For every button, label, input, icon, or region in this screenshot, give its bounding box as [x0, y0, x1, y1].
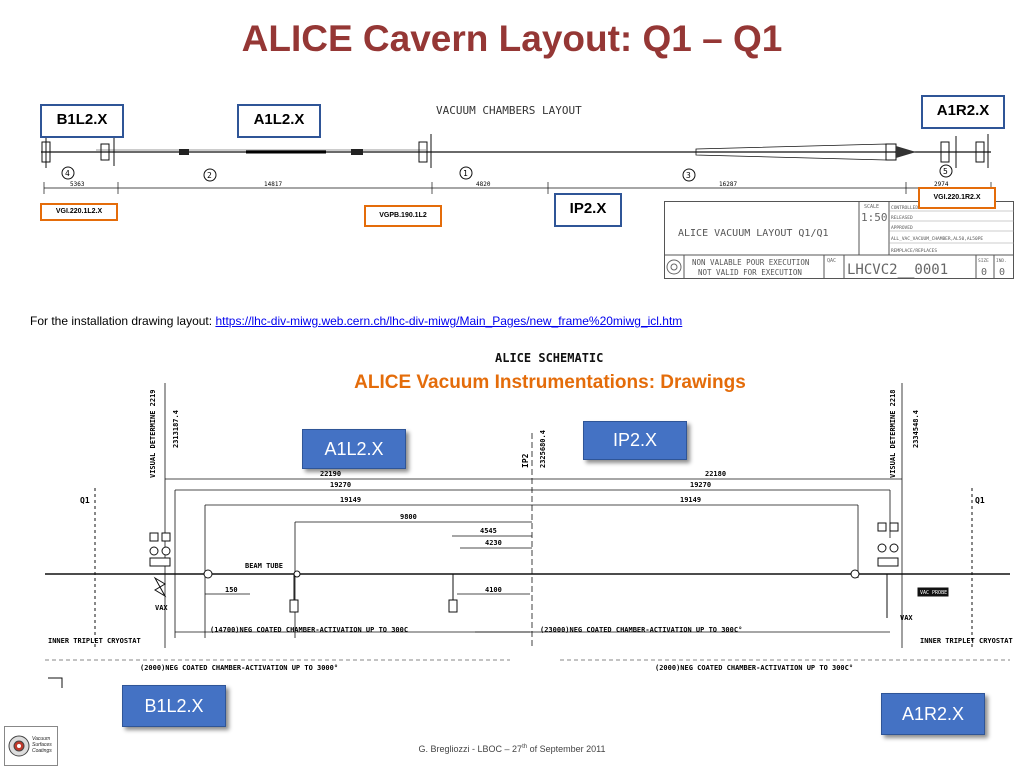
note-not-valid-fr: NON VALABLE POUR EXECUTION: [692, 258, 809, 267]
instrument-cluster-right: [850, 522, 949, 618]
cern-logo-icon: [666, 259, 682, 275]
chamber-number: 4: [65, 169, 70, 178]
dim-right: 19149: [680, 496, 701, 504]
logo-line-3: Coatings: [32, 748, 52, 754]
label-b1l2-schematic: B1L2.X: [122, 685, 226, 727]
dim-right: 22180: [705, 470, 726, 478]
neg-bottom-right: (2000)NEG COATED CHAMBER-ACTIVATION UP T…: [655, 664, 853, 672]
vax-label-left: VAX: [155, 604, 168, 612]
note-not-valid-en: NOT VALID FOR EXECUTION: [698, 268, 802, 277]
q1-left-label: Q1: [80, 496, 90, 505]
vax-label-right: VAX: [900, 614, 913, 622]
status-row: APPROVED: [891, 225, 913, 231]
dim-left: 9800: [400, 513, 417, 521]
label-a1r2-top: A1R2.X: [921, 95, 1005, 129]
q1-right-label: Q1: [975, 496, 985, 505]
label-a1r2-schematic: A1R2.X: [881, 693, 985, 735]
status-row: CONTROLLED: [891, 205, 918, 211]
footer: G. Bregliozzi - LBOC – 27th of September…: [0, 744, 1024, 754]
schematic-header: ALICE SCHEMATIC: [495, 351, 603, 365]
dim-left: 19270: [330, 481, 351, 489]
ip2-label: IP2: [521, 453, 530, 468]
length-label: 14817: [264, 181, 282, 188]
layout-flange-symbols: [41, 134, 989, 168]
label-a1l2-schematic: A1L2.X: [302, 429, 406, 469]
dim-left: 19149: [340, 496, 361, 504]
ind-value: 0: [999, 267, 1005, 278]
visual-right-coord: 2334548.4: [912, 410, 920, 448]
size-label: SIZE: [978, 258, 989, 264]
chamber-number: 5: [943, 167, 948, 176]
visual-determine-left: VISUAL DETERMINE 2219 2313187.4: [149, 383, 180, 648]
vac-probe-label: VAC PROBE: [920, 590, 947, 596]
beam-tube-label: BEAM TUBE: [245, 562, 283, 570]
drawing-number: LHCVC2__0001: [847, 262, 948, 278]
length-label: 5363: [70, 181, 85, 188]
vacuum-surfaces-coatings-logo: Vacuum Surfaces Coatings: [4, 726, 58, 766]
chamber-number: 2: [207, 171, 212, 180]
gauge-vgpb: VGPB.190.1L2: [364, 205, 442, 227]
vacuum-logo-icon: [8, 735, 30, 757]
dim-left: 4545: [480, 527, 497, 535]
visual-right-label: VISUAL DETERMINE 2218: [889, 389, 897, 478]
chamber-number: 3: [686, 171, 691, 180]
visual-determine-right: VISUAL DETERMINE 2218 2334548.4: [889, 383, 920, 648]
ip2-coord: 2325680.4: [539, 430, 547, 468]
visual-left-label: VISUAL DETERMINE 2219: [149, 389, 157, 478]
footer-author: G. Bregliozzi - LBOC – 27: [418, 744, 523, 754]
vacuum-chambers-layout-drawing: VACUUM CHAMBERS LAYOUT 4 2 1 3 5 5363 14…: [41, 104, 992, 194]
chamber-number-circles: 4 2 1 3 5: [61, 164, 953, 182]
neg-label-right: (23000)NEG COATED CHAMBER-ACTIVATION UP …: [540, 626, 742, 634]
scale-value: 1:50: [861, 211, 888, 224]
ind-label: IND.: [996, 258, 1007, 264]
dimension-lines: [165, 478, 902, 638]
gauge-vgi-left: VGI.220.1L2.X: [40, 203, 118, 221]
layout-header: VACUUM CHAMBERS LAYOUT: [436, 104, 582, 117]
length-label: 16287: [719, 181, 737, 188]
footer-sup: th: [522, 744, 528, 750]
installation-drawing-link[interactable]: https://lhc-div-miwg.web.cern.ch/lhc-div…: [215, 314, 683, 328]
status-row: RELEASED: [891, 215, 913, 221]
dim-left: 4230: [485, 539, 502, 547]
length-label: 4820: [476, 181, 491, 188]
dim-4100: 4100: [485, 586, 502, 594]
drawing-title-block: SCALE 1:50 ALICE VACUUM LAYOUT Q1/Q1 CON…: [664, 201, 1014, 279]
inner-triplet-right: INNER TRIPLET CRYOSTAT: [920, 637, 1013, 645]
neg-bottom-left: (2000)NEG COATED CHAMBER-ACTIVATION UP T…: [140, 664, 338, 672]
installation-note-text: For the installation drawing layout:: [30, 314, 216, 328]
label-a1l2-top: A1L2.X: [237, 104, 321, 138]
logo-line-2: Surfaces: [32, 742, 52, 748]
length-label: 2974: [934, 181, 949, 188]
label-ip2-schematic: IP2.X: [583, 421, 687, 460]
alice-schematic-drawing: ALICE SCHEMATIC VISUAL DETERMINE 2219 23…: [45, 351, 1013, 688]
label-ip2-top: IP2.X: [554, 193, 622, 227]
schematic-heading: ALICE Vacuum Instrumentations: Drawings: [354, 372, 746, 393]
dim-150: 150: [225, 586, 238, 594]
visual-left-coord: 2313187.4: [172, 410, 180, 448]
footer-date: of September 2011: [527, 744, 606, 754]
dim-left: 22190: [320, 470, 341, 478]
chamber-number: 1: [463, 169, 468, 178]
gauge-vgi-right: VGI.220.1R2.X: [918, 187, 996, 209]
status-row: ALL_VAC_VACUUM_CHAMBER,AL50,AL50PE: [891, 236, 983, 242]
drawing-title: ALICE VACUUM LAYOUT Q1/Q1: [678, 228, 829, 239]
qac-label: QAC: [827, 258, 836, 264]
label-b1l2-top: B1L2.X: [40, 104, 124, 138]
dim-right: 19270: [690, 481, 711, 489]
size-value: 0: [981, 267, 987, 278]
inner-triplet-left: INNER TRIPLET CRYOSTAT: [48, 637, 141, 645]
status-row: REMPLACE/REPLACES: [891, 248, 937, 254]
logo-line-1: Vacuum: [32, 736, 51, 742]
slide-title: ALICE Cavern Layout: Q1 – Q1: [241, 18, 783, 59]
installation-note: For the installation drawing layout: htt…: [30, 314, 682, 328]
neg-label-left: (14700)NEG COATED CHAMBER-ACTIVATION UP …: [210, 626, 408, 634]
instrument-cluster-left: [149, 532, 458, 613]
scale-label: SCALE: [864, 204, 879, 210]
